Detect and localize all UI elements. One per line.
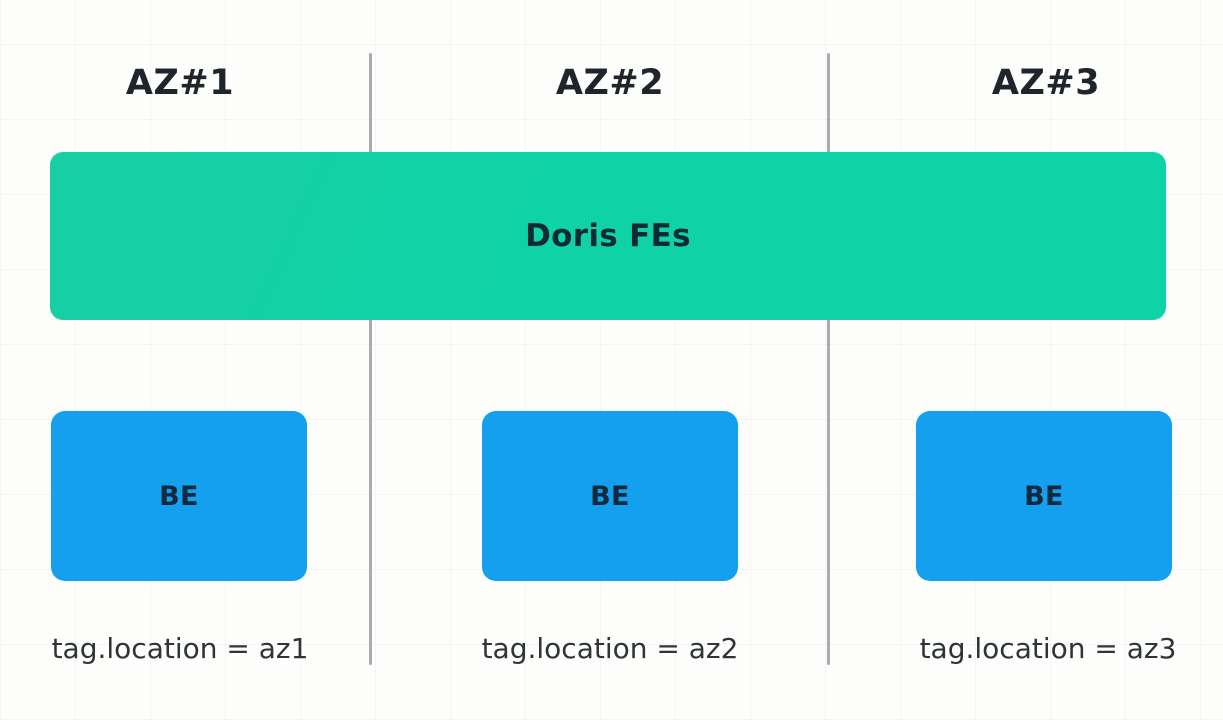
doris-fe-bar: Doris FEs [50, 152, 1166, 320]
zone-label-az3: AZ#3 [991, 63, 1101, 103]
be-node-az2-label: BE [590, 480, 630, 512]
tag-location-az2: tag.location = az2 [481, 632, 739, 665]
zone-divider-1 [369, 53, 372, 665]
be-node-az1: BE [51, 411, 307, 581]
zone-divider-2 [827, 53, 830, 665]
be-node-az3: BE [916, 411, 1172, 581]
be-node-az2: BE [482, 411, 738, 581]
doris-fe-bar-label: Doris FEs [525, 218, 691, 254]
zone-label-az2: AZ#2 [555, 63, 665, 103]
be-node-az1-label: BE [159, 480, 199, 512]
be-node-az3-label: BE [1024, 480, 1064, 512]
tag-location-az1: tag.location = az1 [51, 632, 309, 665]
zone-label-az1: AZ#1 [125, 63, 235, 103]
tag-location-az3: tag.location = az3 [919, 632, 1177, 665]
